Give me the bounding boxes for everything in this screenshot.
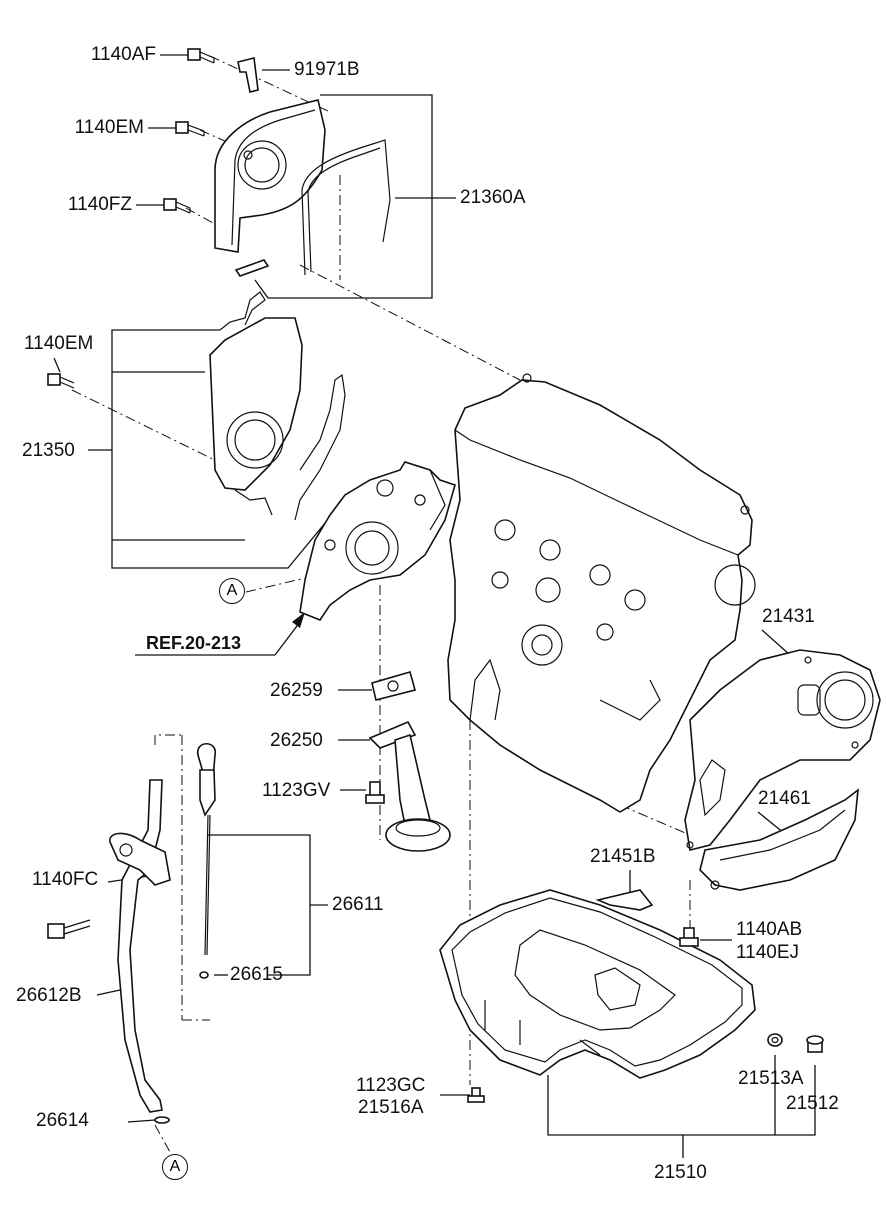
bolt-icon (175, 121, 205, 137)
part-label-1140FC: 1140FC (32, 869, 99, 890)
part-label-21510: 21510 (654, 1162, 707, 1183)
reference-marker-a-bottom: A (162, 1154, 188, 1180)
bolt-icon (47, 373, 75, 389)
part-label-26250: 26250 (270, 730, 323, 751)
oil-dipstick (197, 742, 216, 979)
reference-label: REF.20-213 (146, 633, 242, 653)
part-label-21513A: 21513A (738, 1068, 804, 1089)
part-label-21431: 21431 (762, 606, 815, 627)
part-label-1123GV: 1123GV (262, 780, 331, 801)
bolt-icon (163, 198, 191, 214)
washer-icon (767, 1033, 783, 1047)
part-label-1123GC: 1123GC (356, 1075, 426, 1096)
timing-belt-cover-lower (47, 291, 346, 521)
oil-pump (299, 461, 456, 621)
part-label-91971B: 91971B (294, 59, 360, 80)
part-label-1140AB: 1140AB (736, 919, 803, 940)
part-label-26612B: 26612B (16, 985, 82, 1006)
dipstick-guide-tube (47, 779, 171, 1124)
part-label-1140AF: 1140AF (90, 44, 156, 65)
reference-marker-a-top: A (219, 578, 245, 604)
drain-plug-icon (806, 1035, 824, 1053)
oil-baffle (595, 889, 654, 911)
bolt-icon (467, 1087, 485, 1103)
part-label-21350: 21350 (22, 440, 75, 461)
part-label-21461: 21461 (758, 788, 811, 809)
part-label-21360A: 21360A (460, 187, 526, 208)
engine-block (447, 373, 756, 813)
part-label-21512: 21512 (786, 1093, 839, 1114)
leader-lines (53, 54, 816, 1158)
bolt-icon (47, 919, 91, 939)
part-label-21516A: 21516A (358, 1097, 424, 1118)
bolt-icon (187, 48, 215, 64)
rear-plate (684, 649, 881, 851)
part-label-1140EJ: 1140EJ (736, 942, 800, 963)
bolt-icon (365, 781, 385, 804)
part-label-26611: 26611 (332, 894, 384, 915)
part-label-1140EM-mid: 1140EM (24, 333, 94, 354)
clip-icon (237, 57, 259, 93)
part-label-21451B: 21451B (590, 846, 656, 867)
part-label-26614: 26614 (36, 1110, 89, 1131)
part-label-1140FZ: 1140FZ (67, 194, 132, 215)
bolt-icon (679, 927, 699, 947)
oil-pan (439, 889, 824, 1103)
timing-belt-cover-upper (163, 48, 391, 277)
part-label-26615: 26615 (230, 964, 283, 985)
part-label-1140EM-top: 1140EM (74, 117, 144, 138)
part-label-26259: 26259 (270, 680, 323, 701)
oil-strainer (365, 671, 451, 852)
dust-cover (699, 788, 859, 891)
